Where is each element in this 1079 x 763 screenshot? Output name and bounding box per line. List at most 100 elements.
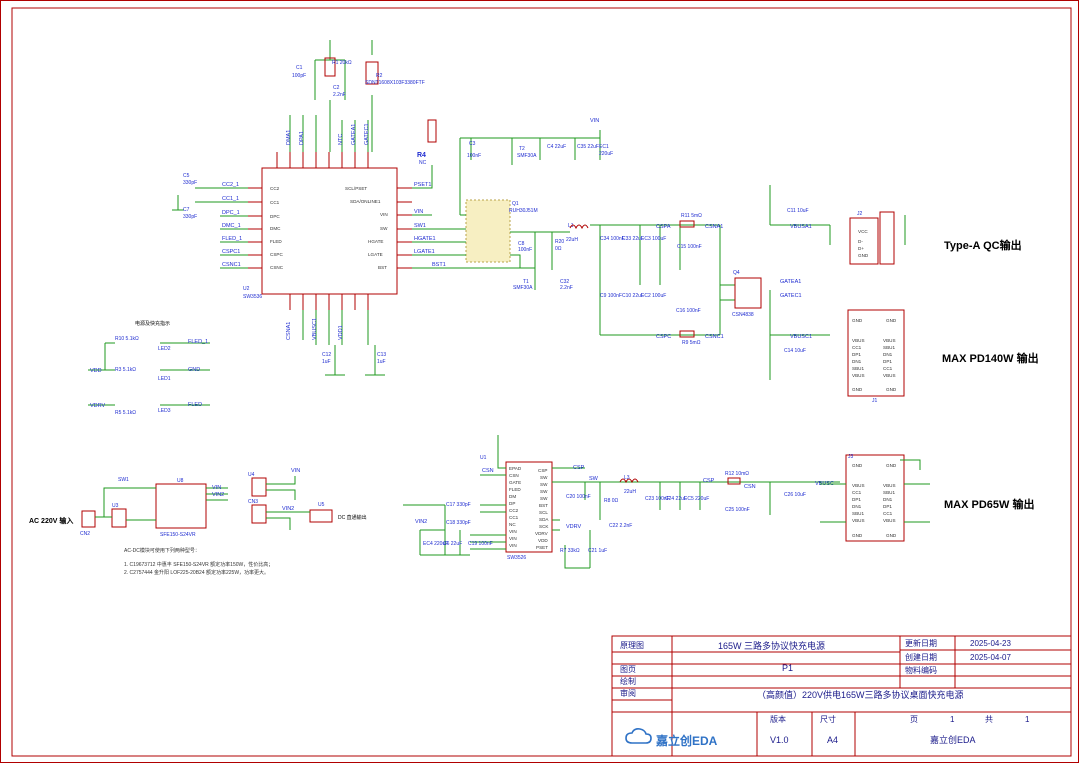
j3-wires: [820, 459, 930, 523]
u1-l2: GATE: [509, 480, 521, 485]
u2-pin-cspc: CSPC: [270, 252, 283, 257]
u1-l9: VIN: [509, 529, 517, 534]
c2-val: 2.2nF: [333, 92, 346, 98]
net-cspc: CSPC: [656, 334, 671, 340]
q1-part: RUH30J51M: [509, 208, 538, 214]
t1-ref: T1: [523, 279, 529, 285]
c12-val: 1uF: [322, 359, 331, 365]
net-cc1: CC1_1: [222, 196, 239, 202]
u1-r9: VDRV: [535, 531, 549, 536]
tb-label-page: 页: [910, 715, 918, 724]
r11-body: [679, 220, 695, 228]
tb-title: 165W 三路多协议快充电源: [718, 640, 825, 651]
logo-text: 嘉立创EDA: [655, 733, 718, 748]
indicator-title: 电源及快充指示: [135, 320, 170, 327]
u2-wires: [172, 40, 446, 376]
j3-l-dp1: DP1: [852, 497, 861, 502]
r3-label: R3 5.1kΩ: [115, 367, 136, 373]
net-csn-r: CSN: [744, 484, 756, 490]
net-vin2-cn3: VIN2: [282, 506, 294, 512]
tb-size: A4: [827, 735, 838, 745]
cn3-ref: CN3: [248, 499, 258, 505]
net-gnd-led: GND: [188, 367, 200, 373]
c18-label: C18 330pF: [446, 520, 471, 526]
c1-val: 100pF: [292, 73, 306, 79]
u2-pin-scl: SCL/PSET: [345, 186, 367, 191]
u2-pin-hgate: HGATE: [368, 239, 383, 244]
c32-val: 2.2nF: [560, 285, 573, 291]
ec2-label: EC2 100uF: [641, 293, 666, 299]
net-vin2-u1: VIN2: [415, 519, 427, 525]
c12-ref: C12: [322, 352, 331, 358]
net-vin-u2: VIN: [414, 209, 423, 215]
net-vin-u8: VIN: [212, 485, 221, 491]
r2-body: [365, 61, 379, 85]
led2-label: LED2: [158, 346, 171, 352]
u1-l8: NC: [509, 522, 516, 527]
u2-pin-sda: SDA/ONLINE1: [350, 199, 381, 204]
u1-r8: SCK: [539, 524, 549, 529]
r4-val: NC: [419, 160, 427, 166]
net-vin-u4: VIN: [291, 468, 300, 474]
note-line1: AC-DC模块可使用下列两种型号：: [124, 547, 200, 554]
j3-r-vbus: VBUS: [883, 483, 896, 488]
c17-label: C17 330pF: [446, 502, 471, 508]
j3-gnd-tl: GND: [852, 463, 863, 468]
c16-label: C16 100nF: [676, 308, 701, 314]
u2-pin-sw: SW: [380, 226, 388, 231]
c3-val: 100nF: [467, 153, 481, 159]
c23-label: C23 100nF: [645, 496, 670, 502]
u1-right-pins: CSP SW SW SW SW BST SCL SDA SCK VDRV VDD…: [535, 468, 549, 550]
c9-label: C9 100nF: [600, 293, 622, 299]
net-csp-r: CSP: [703, 478, 715, 484]
r20-ref: R20: [555, 239, 564, 245]
j3-r-dp1: DP1: [883, 504, 892, 509]
tb-updated: 2025-04-23: [970, 639, 1011, 648]
led3-label: LED3: [158, 408, 171, 414]
q4-ref: Q4: [733, 270, 740, 276]
c3-ref: C3: [469, 141, 476, 147]
j3-r-cc1: CC1: [883, 511, 893, 516]
u1-l10: VIN: [509, 536, 517, 541]
note-line2: 1. C19673712 中惠丰 SFE150-S24VR 额定功率150W，性…: [124, 561, 273, 568]
net-csnc1: CSNC1: [222, 262, 241, 268]
u2-part: SW3536: [243, 294, 262, 300]
l3-coil: [619, 478, 639, 484]
net-dpa1: DPA1: [299, 131, 305, 145]
net-cc2: CC2_1: [222, 182, 239, 188]
u1-r1: SW: [540, 475, 548, 480]
q4-part: CSN4838: [732, 312, 754, 318]
j1-gnd-bl: GND: [852, 387, 863, 392]
ec1-val: 220uF: [599, 151, 613, 157]
j3-l-vbus: VBUS: [852, 483, 865, 488]
net-cspc1: CSPC1: [222, 249, 240, 255]
net-dmc: DMC_1: [222, 223, 241, 229]
ec1-ref: EC1: [599, 144, 609, 150]
net-csna1-r: CSNA1: [705, 224, 723, 230]
u2-pin-csnc: CSNC: [270, 265, 284, 270]
r9-body: [679, 330, 695, 338]
j2-pin-dm: D-: [858, 239, 863, 244]
output-pd140-label: MAX PD140W 输出: [942, 351, 1039, 365]
j1-l-dn1: DN1: [852, 359, 862, 364]
u1-l4: DM: [509, 494, 516, 499]
ec5-label: EC5 220uF: [684, 496, 709, 502]
r5-label: R5 5.1kΩ: [115, 410, 136, 416]
tb-label-size: 尺寸: [820, 714, 836, 724]
j3-l-dn1: DN1: [852, 504, 862, 509]
jlc-logo: 嘉立创EDA: [625, 728, 718, 748]
c25-label: C25 100nF: [725, 507, 750, 513]
net-fled-led: FLED: [188, 402, 202, 408]
tb-label-schematic: 原理图: [620, 641, 644, 650]
u2-pin-dpc: DPC: [270, 214, 280, 219]
u2-pin-lgate: LGATE: [368, 252, 383, 257]
u8-body: [155, 483, 207, 529]
j2-pin-dp: D+: [858, 246, 864, 251]
c8-ref: C8: [518, 241, 525, 247]
r12-body: [727, 477, 741, 485]
u2-pin-fled: FLED: [270, 239, 282, 244]
u2-pin-cc2: CC2: [270, 186, 280, 191]
u3-ref: U3: [112, 503, 119, 509]
j3-gnd-bl: GND: [852, 533, 863, 538]
